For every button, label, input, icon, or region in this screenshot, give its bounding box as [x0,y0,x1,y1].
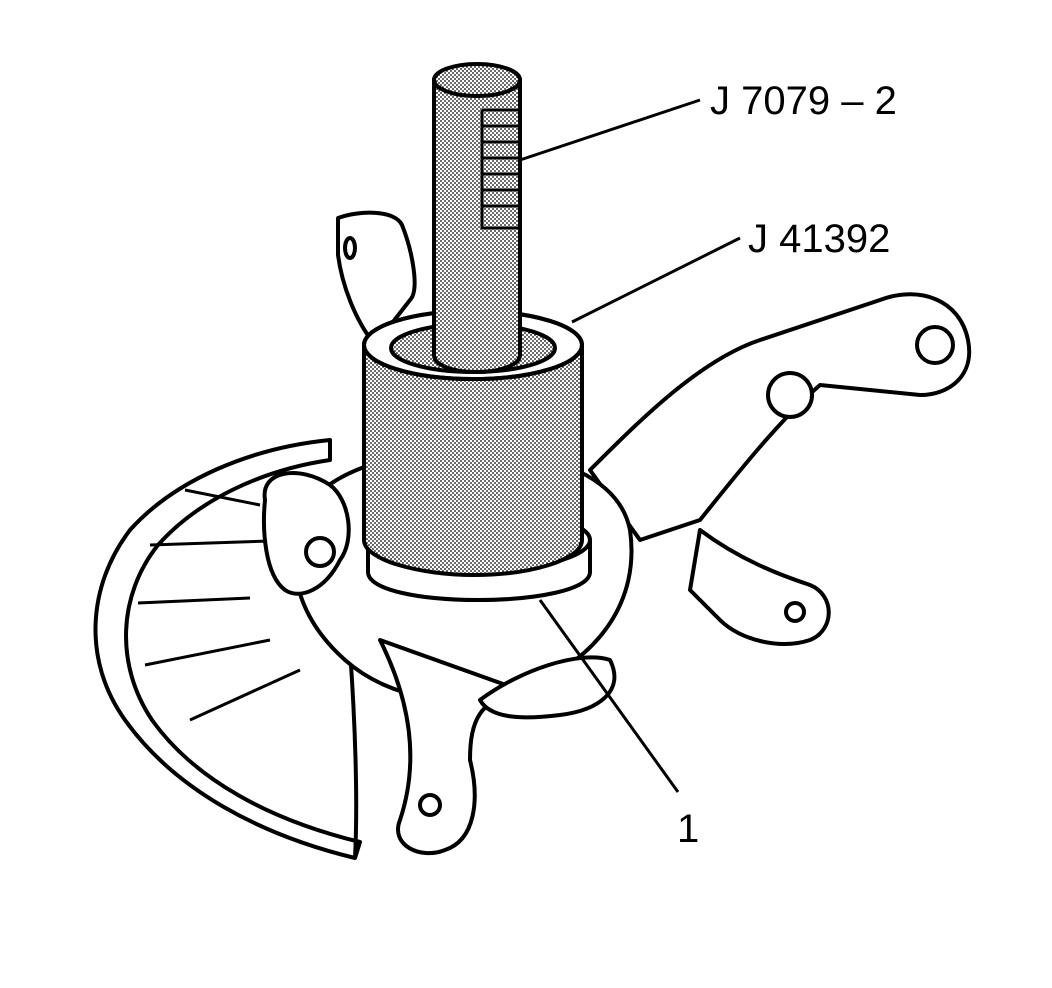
callout-bearing: 1 [677,807,699,851]
leader-bearing [538,599,680,793]
callout-driver-handle: J 7079 – 2 [710,79,897,123]
splash-shield [93,438,362,860]
callout-installer: J 41392 [748,217,890,261]
driver-handle [432,62,522,375]
leader-driver-handle [519,98,701,162]
leader-lines [519,98,741,793]
leader-installer [571,236,741,324]
thread-marks [480,108,520,230]
